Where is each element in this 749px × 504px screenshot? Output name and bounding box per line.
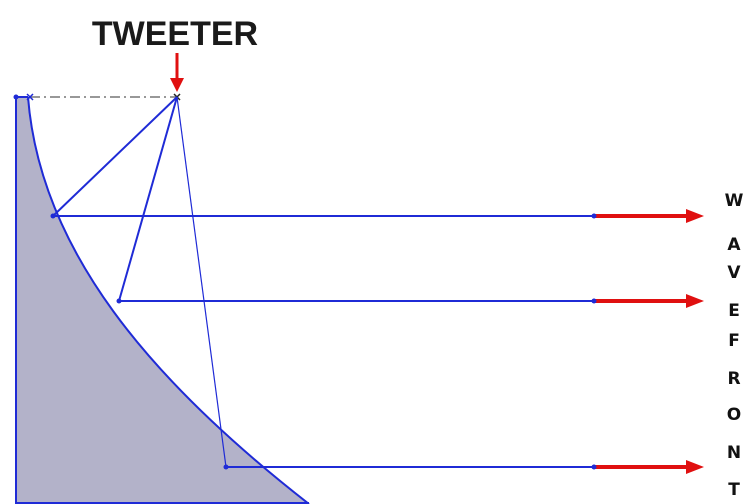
- wavefront-letter: V: [727, 263, 741, 283]
- wavefront-arrow-1: [591, 209, 704, 223]
- diagram-title: TWEETER: [92, 15, 258, 53]
- wavefront-letter: T: [728, 480, 740, 500]
- reflection-point-3: [223, 464, 229, 470]
- wavefront-label: W A V E F R O N T: [725, 191, 744, 500]
- reflection-point-1: [50, 213, 56, 219]
- horn-body: [16, 97, 309, 504]
- reflection-point-2: [116, 298, 122, 304]
- incident-ray-3: [176, 96, 227, 468]
- wavefront-letter: F: [728, 331, 740, 351]
- construction-start-marker: [26, 93, 34, 101]
- wavefront-arrow-3: [591, 460, 704, 474]
- wavefront-arrow-2: [591, 294, 704, 308]
- wavefront-letter: O: [727, 405, 741, 425]
- wavefront-letter: A: [727, 235, 741, 255]
- wavefront-letter: N: [727, 443, 741, 463]
- horn-top-point: [13, 94, 19, 100]
- tweeter-pointer-arrow: [170, 53, 184, 92]
- wavefront-letter: E: [728, 301, 740, 321]
- incident-ray-1: [52, 96, 178, 217]
- incident-ray-2: [118, 96, 178, 302]
- wavefront-letter: W: [725, 191, 744, 211]
- wavefront-letter: R: [727, 369, 740, 389]
- reflector-curve: [27, 96, 310, 504]
